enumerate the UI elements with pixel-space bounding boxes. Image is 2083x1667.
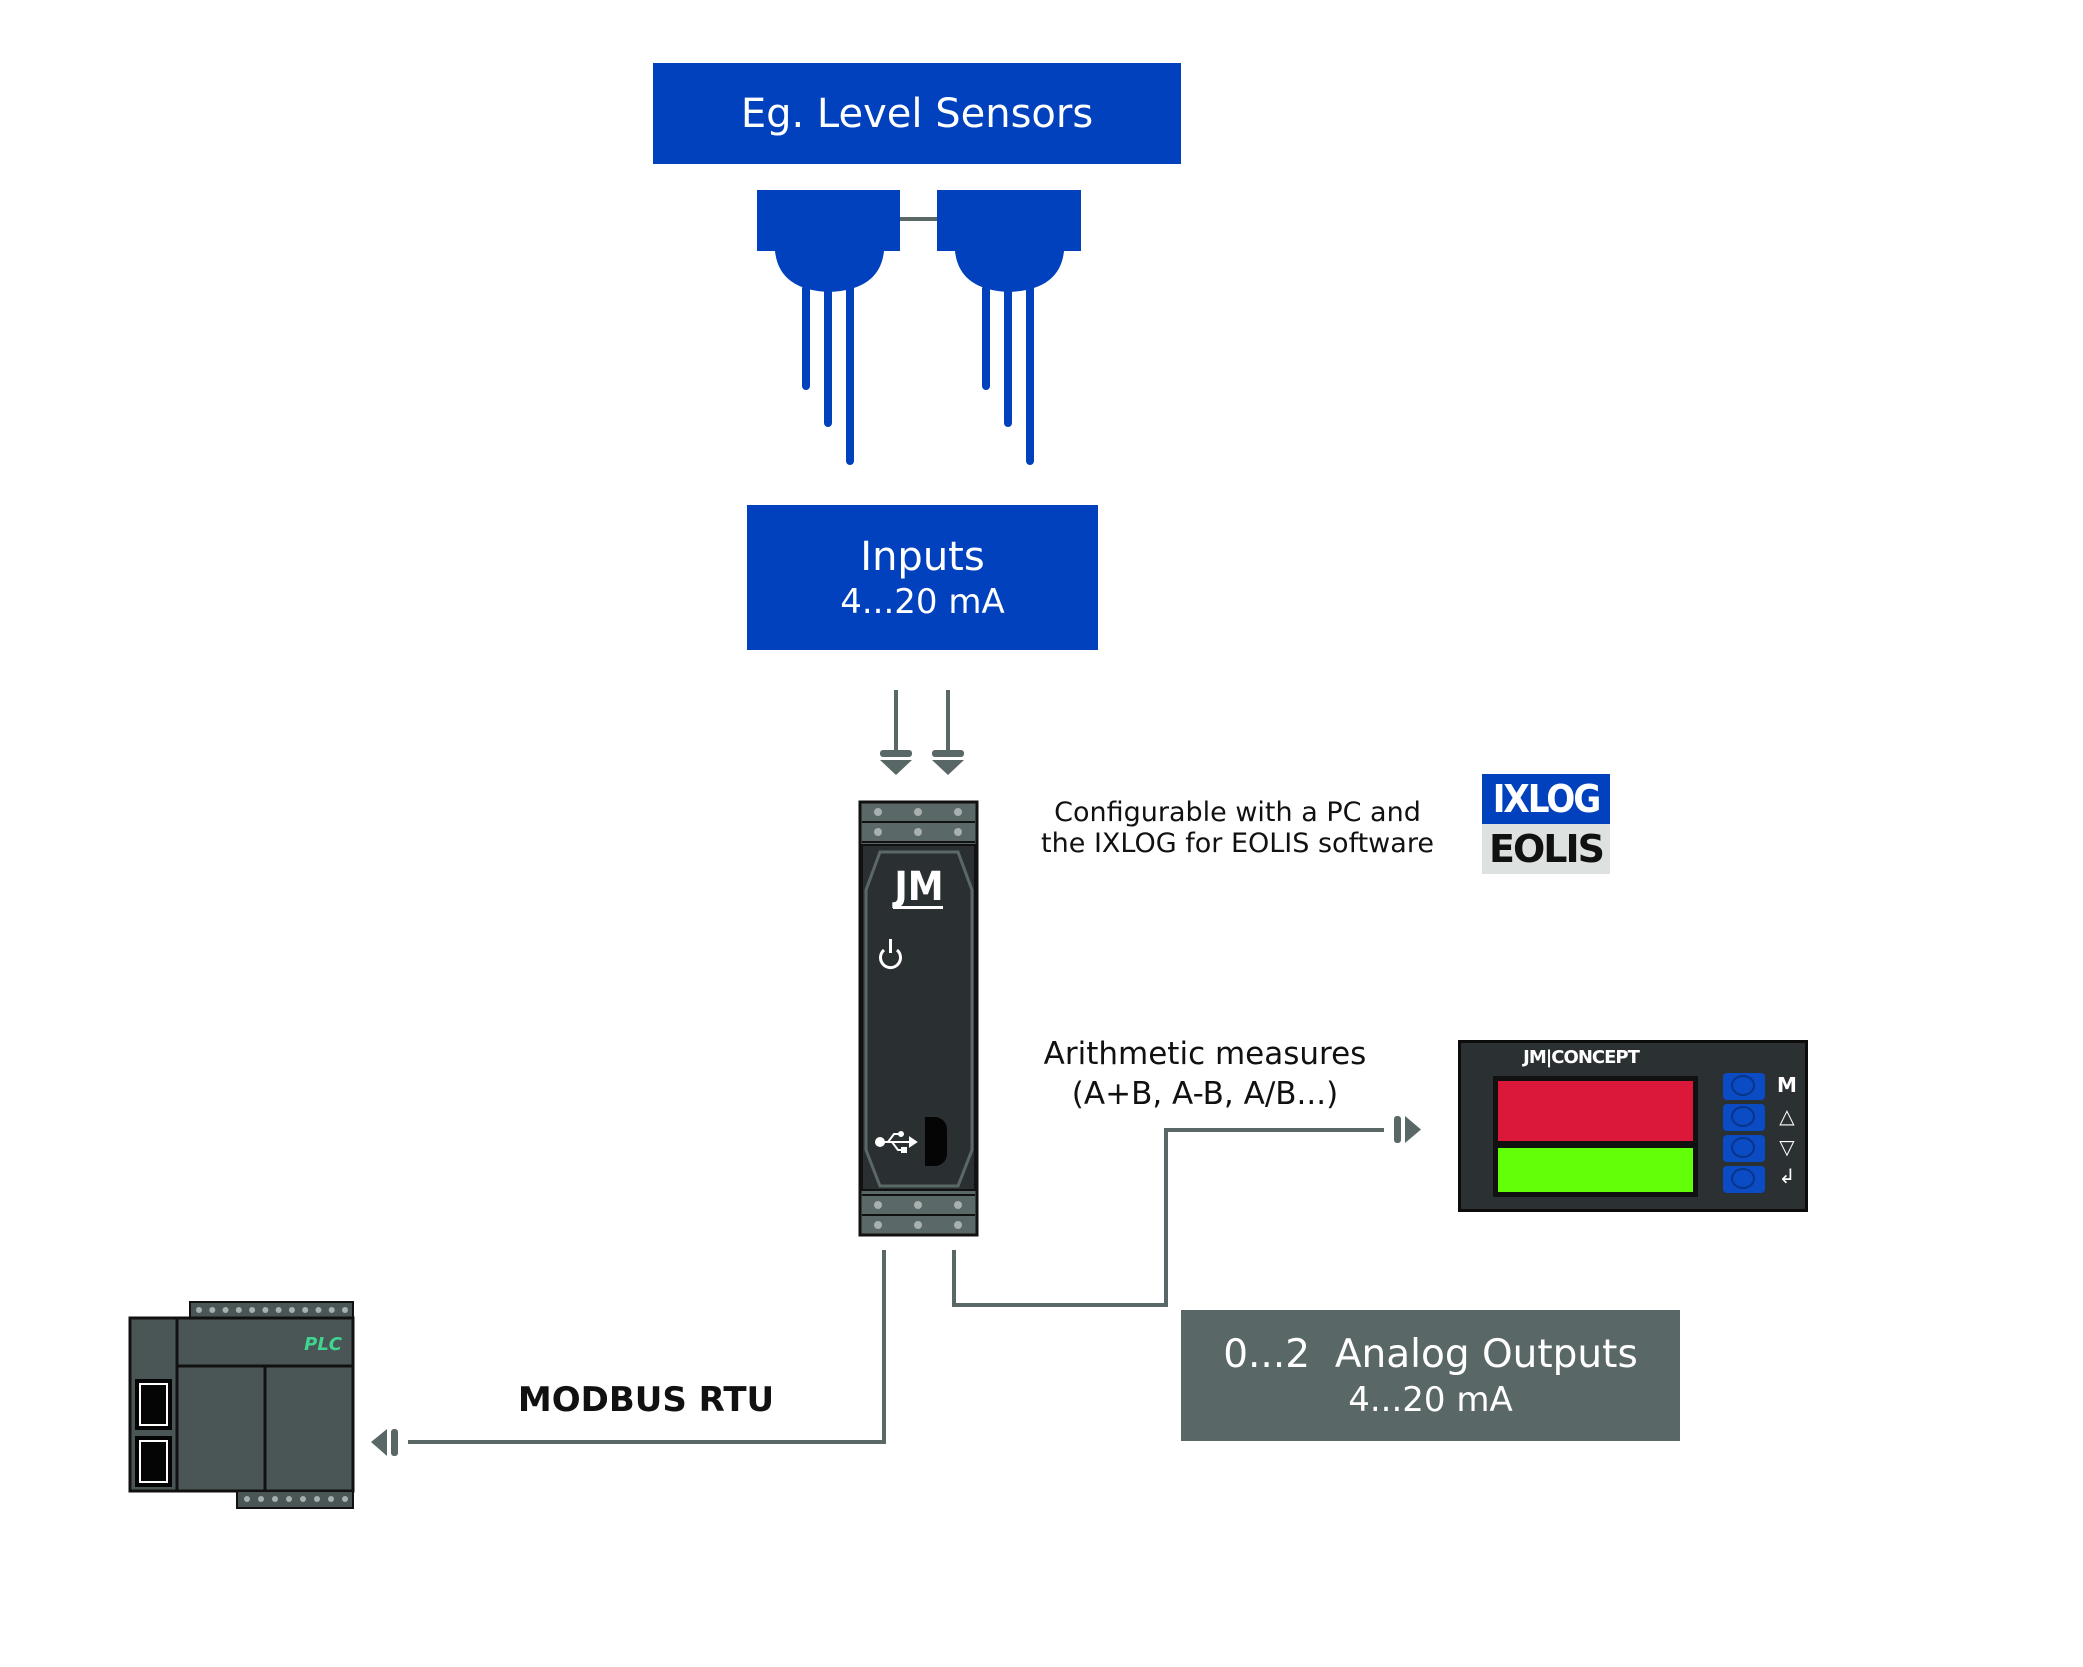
arithmetic-line-1: Arithmetic measures [1043,1036,1367,1072]
input-arrow-2 [932,690,964,775]
plc-terminal-screw [258,1496,264,1502]
ixlog-logo-text: IXLOG [1482,774,1610,824]
sensors-box: Eg. Level Sensors [653,63,1181,164]
display-button-up [1723,1104,1765,1131]
usb-icon [875,1131,918,1153]
display-screen-red [1493,1076,1698,1146]
plc-terminal-screw [209,1307,216,1313]
modbus-label: MODBUS RTU [517,1380,775,1420]
enter-icon: ↲ [1778,1164,1796,1188]
output-arrow [1394,1116,1421,1143]
down-arrow-icon: ▽ [1779,1135,1795,1159]
plc-terminal-screw [328,1496,334,1502]
inputs-box: Inputs 4...20 mA [747,505,1098,650]
display-screen-green [1493,1143,1698,1197]
inputs-title: Inputs [860,533,985,580]
modbus-arrow [371,1429,398,1456]
display-brand: JM|CONCEPT [1523,1047,1640,1068]
modbus-wire [408,1250,886,1444]
power-icon [879,939,902,970]
jm-module-device: JM [858,800,979,1237]
up-arrow-icon: △ [1779,1104,1795,1128]
plc-port-2 [139,1440,168,1483]
arithmetic-description: Arithmetic measures (A+B, A-B, A/B...) [1005,1034,1405,1114]
plc-label: PLC [304,1334,343,1355]
plc-terminal-screw [196,1307,202,1313]
level-sensor-icon [757,190,900,465]
display-button-enter [1723,1166,1765,1193]
plc-terminal-screw [222,1307,229,1313]
analog-outputs-box: 0...2 Analog Outputs 4...20 mA [1181,1310,1680,1441]
config-line-1: Configurable with a PC and [1054,797,1421,828]
plc-terminal-screw [244,1496,250,1502]
input-arrow-1 [880,690,912,775]
display-button-down [1723,1135,1765,1162]
plc-terminal-screw [342,1307,348,1313]
plc-terminal-screw [315,1307,322,1313]
level-sensor-icon [937,190,1081,465]
plc-terminal-screw [272,1496,278,1502]
ixlog-eolis-logo: IXLOG EOLIS [1482,774,1610,874]
analog-outputs-range: 4...20 mA [1348,1379,1513,1420]
plc-terminal-screw [328,1307,335,1313]
plc-terminal-screw [275,1307,282,1313]
config-line-2: the IXLOG for EOLIS software [1041,828,1434,859]
plc-terminal-screw [235,1307,242,1313]
plc-terminal-screw [288,1307,295,1313]
plc-terminal-screw [302,1307,309,1313]
config-description: Configurable with a PC and the IXLOG for… [1010,797,1465,859]
inputs-range: 4...20 mA [840,581,1005,622]
sensors-title: Eg. Level Sensors [740,90,1094,137]
menu-key-label: M [1777,1073,1797,1097]
plc-terminal-screw [314,1496,320,1502]
plc-terminal-screw [262,1307,269,1313]
eolis-logo-text: EOLIS [1482,824,1610,874]
device-brand-logo: JM [891,864,943,910]
display-button-m [1723,1073,1765,1100]
plc-terminal-screw [300,1496,306,1502]
plc-terminal-screw [249,1307,256,1313]
usb-port [925,1117,947,1166]
plc-port-1 [139,1383,168,1426]
arithmetic-line-2: (A+B, A-B, A/B...) [1071,1076,1339,1112]
output-wire [952,1128,1384,1307]
plc-device: PLC [128,1301,355,1509]
plc-terminal-screw [342,1496,348,1502]
analog-outputs-title: 0...2 Analog Outputs [1223,1331,1638,1377]
panel-display-device: JM|CONCEPT M △ ▽ ↲ [1458,1040,1808,1212]
plc-terminal-screw [286,1496,292,1502]
